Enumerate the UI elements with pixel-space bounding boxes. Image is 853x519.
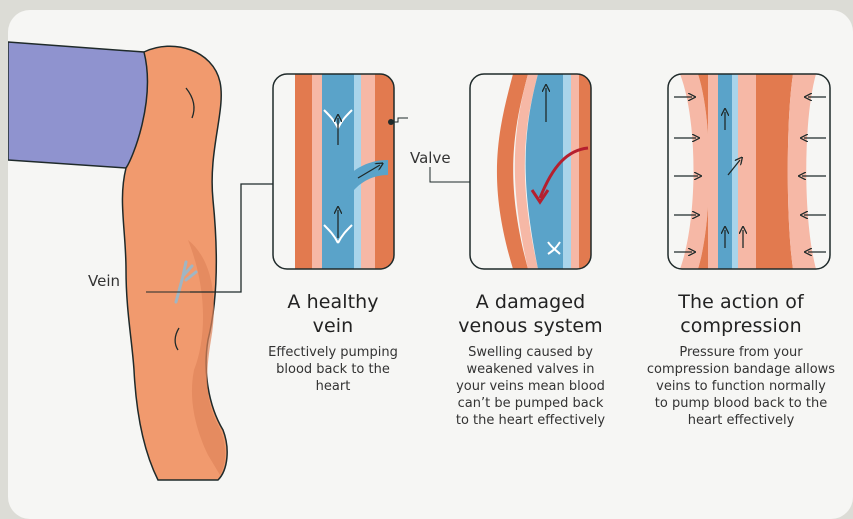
panel-damaged-title: A damaged venous system	[433, 290, 628, 338]
panel-damaged-text: A damaged venous system Swelling caused …	[433, 290, 628, 429]
panel-healthy-title: A healthy vein	[243, 290, 423, 338]
diagram-card: Vein Valve A healthy vein Effectively pu…	[8, 10, 853, 519]
panel-healthy-text: A healthy vein Effectively pumping blood…	[243, 290, 423, 395]
valve-label: Valve	[408, 149, 453, 167]
panel-compression-art	[668, 74, 830, 269]
illustration	[8, 10, 853, 519]
panel-damaged-art	[470, 74, 591, 269]
panel-compression-desc: Pressure from your compression bandage a…	[636, 344, 846, 429]
panel-compression-text: The action of compression Pressure from …	[636, 290, 846, 429]
panel-compression-title: The action of compression	[636, 290, 846, 338]
trousers	[8, 42, 151, 168]
panel-healthy-art	[273, 74, 394, 269]
panel-damaged-desc: Swelling caused by weakened valves in yo…	[433, 344, 628, 429]
panel-healthy-desc: Effectively pumping blood back to the he…	[243, 344, 423, 395]
vein-label: Vein	[88, 272, 120, 290]
